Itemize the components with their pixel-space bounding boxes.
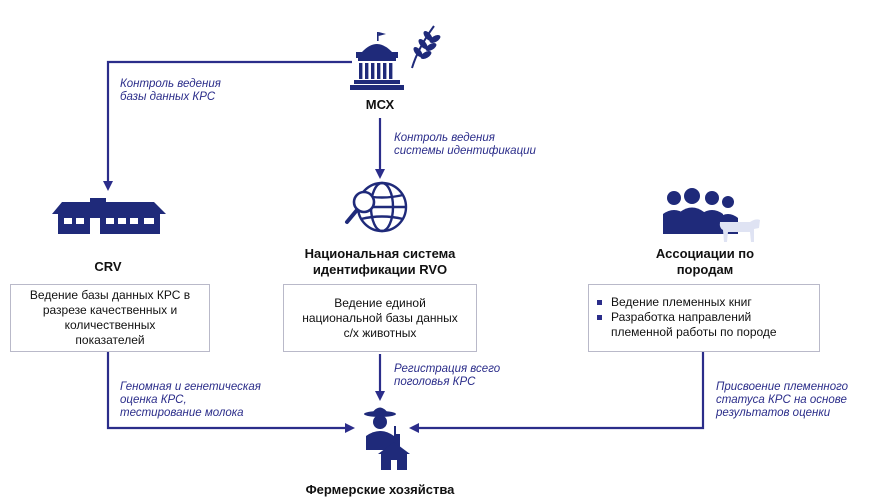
farms-title: Фермерские хозяйства [305,482,455,497]
wheat-icon [411,25,441,69]
rvo-description-box: Ведение единой национальной базы данных … [283,284,477,352]
arrow-assoc-to-farms [409,352,705,433]
arrow-crv-to-farms [106,352,355,433]
globe-search-icon [345,181,408,233]
ministry-building-icon [350,32,404,90]
people-group-icon [663,188,760,242]
arrow-mcx-to-crv [103,60,352,191]
assoc-description-box: Ведение племенных книг Разработка направ… [588,284,820,352]
assoc-bullet: Разработка направлений [589,310,819,325]
crv-title: CRV [94,259,122,274]
mcx-title: МСХ [365,97,395,112]
crv-description-box: Ведение базы данных КРС в разрезе качест… [10,284,210,352]
house-icon [52,198,166,234]
farmer-icon [364,407,410,470]
assoc-bullet: Ведение племенных книг [589,295,819,310]
cow-icon [719,219,760,242]
assoc-bullet-continuation: племенной работы по породе [611,325,777,339]
